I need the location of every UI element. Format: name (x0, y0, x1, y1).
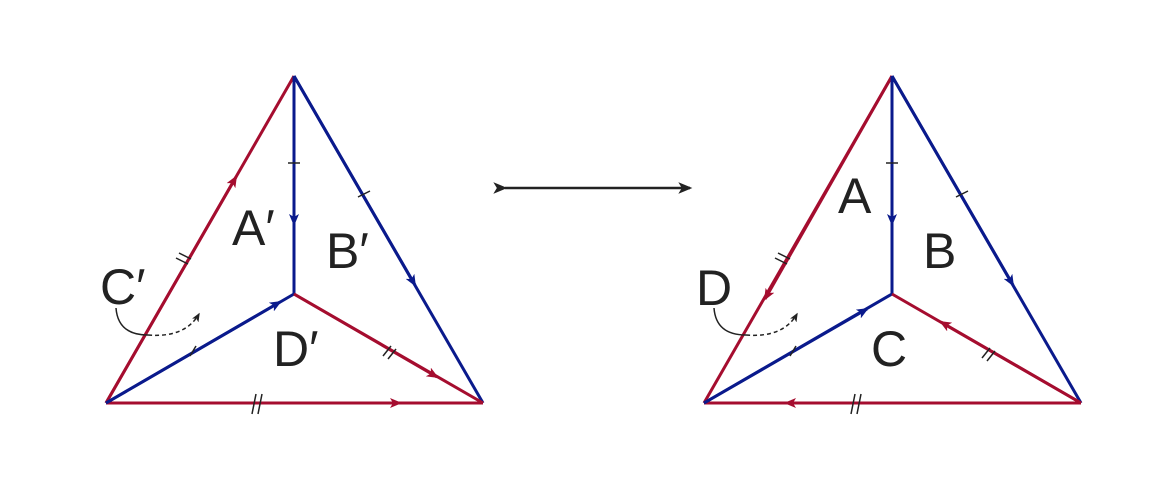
region-label-b-prime: B′ (326, 223, 369, 279)
region-label-c: C (871, 321, 907, 377)
region-label-d: D (696, 260, 732, 316)
region-label-a: A (838, 168, 872, 224)
region-label-c-prime: C′ (100, 259, 145, 315)
right-tetrahedron-net: A B D C (696, 75, 1083, 415)
left-tetrahedron-net: A′ B′ C′ D′ (100, 75, 485, 415)
region-label-b: B (923, 223, 956, 279)
region-label-d-prime: D′ (273, 321, 318, 377)
region-label-a-prime: A′ (232, 200, 275, 256)
